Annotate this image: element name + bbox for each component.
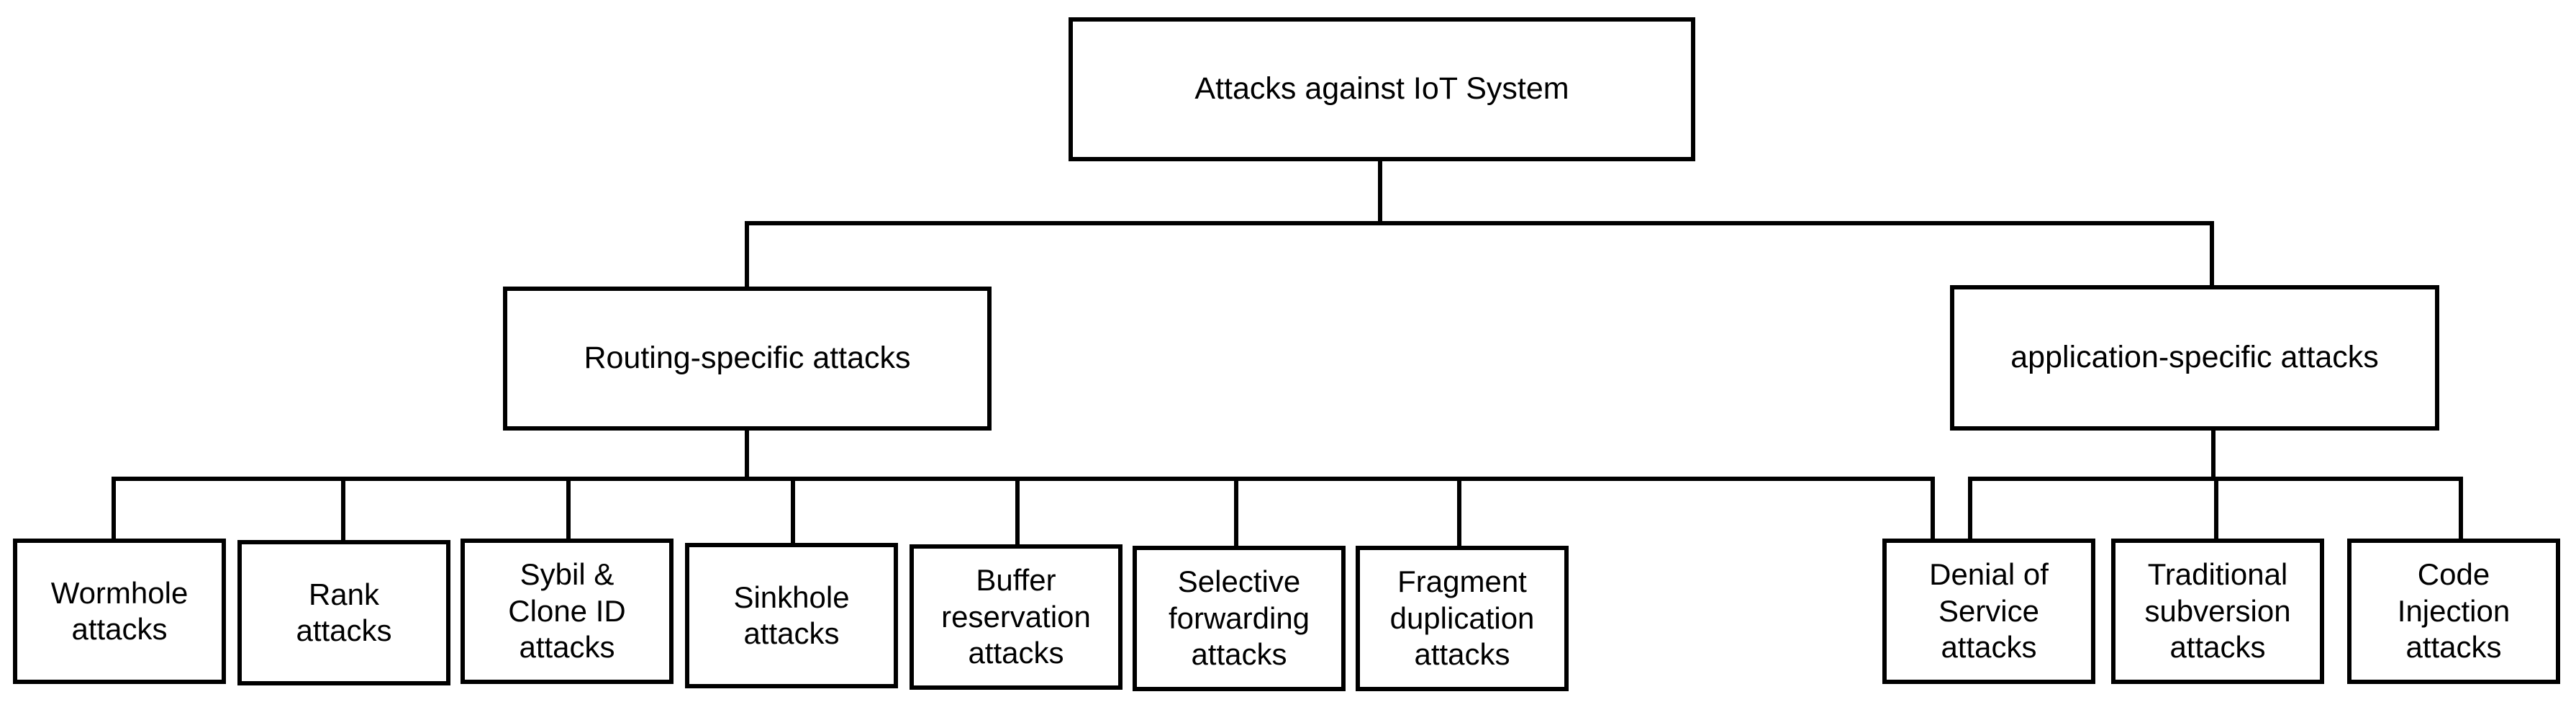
sybil-clone-id-attacks-node: Sybil & Clone ID attacks: [461, 539, 674, 684]
buffer-reservation-attacks-label: Buffer reservation attacks: [941, 563, 1091, 670]
traditional-subversion-attacks-node: Traditional subversion attacks: [2111, 539, 2324, 684]
application-category-node: application-specific attacks: [1950, 285, 2439, 431]
sybil-clone-id-attacks-label: Sybil & Clone ID attacks: [508, 557, 626, 665]
selective-forwarding-attacks-label: Selective forwarding attacks: [1168, 564, 1310, 672]
application-category-label: application-specific attacks: [2010, 340, 2379, 375]
routing-category-label: Routing-specific attacks: [584, 341, 911, 376]
buffer-reservation-attacks-node: Buffer reservation attacks: [910, 544, 1123, 690]
sinkhole-attacks-node: Sinkhole attacks: [685, 543, 898, 688]
rank-attacks-label: Rank attacks: [296, 577, 392, 647]
wormhole-attacks-node: Wormhole attacks: [13, 539, 226, 684]
denial-of-service-attacks-label: Denial of Service attacks: [1929, 557, 2049, 665]
traditional-subversion-attacks-label: Traditional subversion attacks: [2144, 557, 2291, 665]
root-node: Attacks against IoT System: [1069, 17, 1695, 161]
fragment-duplication-attacks-node: Fragment duplication attacks: [1356, 546, 1569, 691]
routing-category-node: Routing-specific attacks: [503, 287, 992, 431]
code-injection-attacks-label: Code Injection attacks: [2397, 557, 2511, 665]
selective-forwarding-attacks-node: Selective forwarding attacks: [1133, 546, 1346, 691]
code-injection-attacks-node: Code Injection attacks: [2347, 539, 2560, 684]
rank-attacks-node: Rank attacks: [237, 540, 450, 685]
sinkhole-attacks-label: Sinkhole attacks: [733, 580, 850, 650]
root-node-label: Attacks against IoT System: [1194, 71, 1569, 107]
wormhole-attacks-label: Wormhole attacks: [50, 575, 189, 646]
denial-of-service-attacks-node: Denial of Service attacks: [1882, 539, 2095, 684]
fragment-duplication-attacks-label: Fragment duplication attacks: [1389, 564, 1535, 672]
